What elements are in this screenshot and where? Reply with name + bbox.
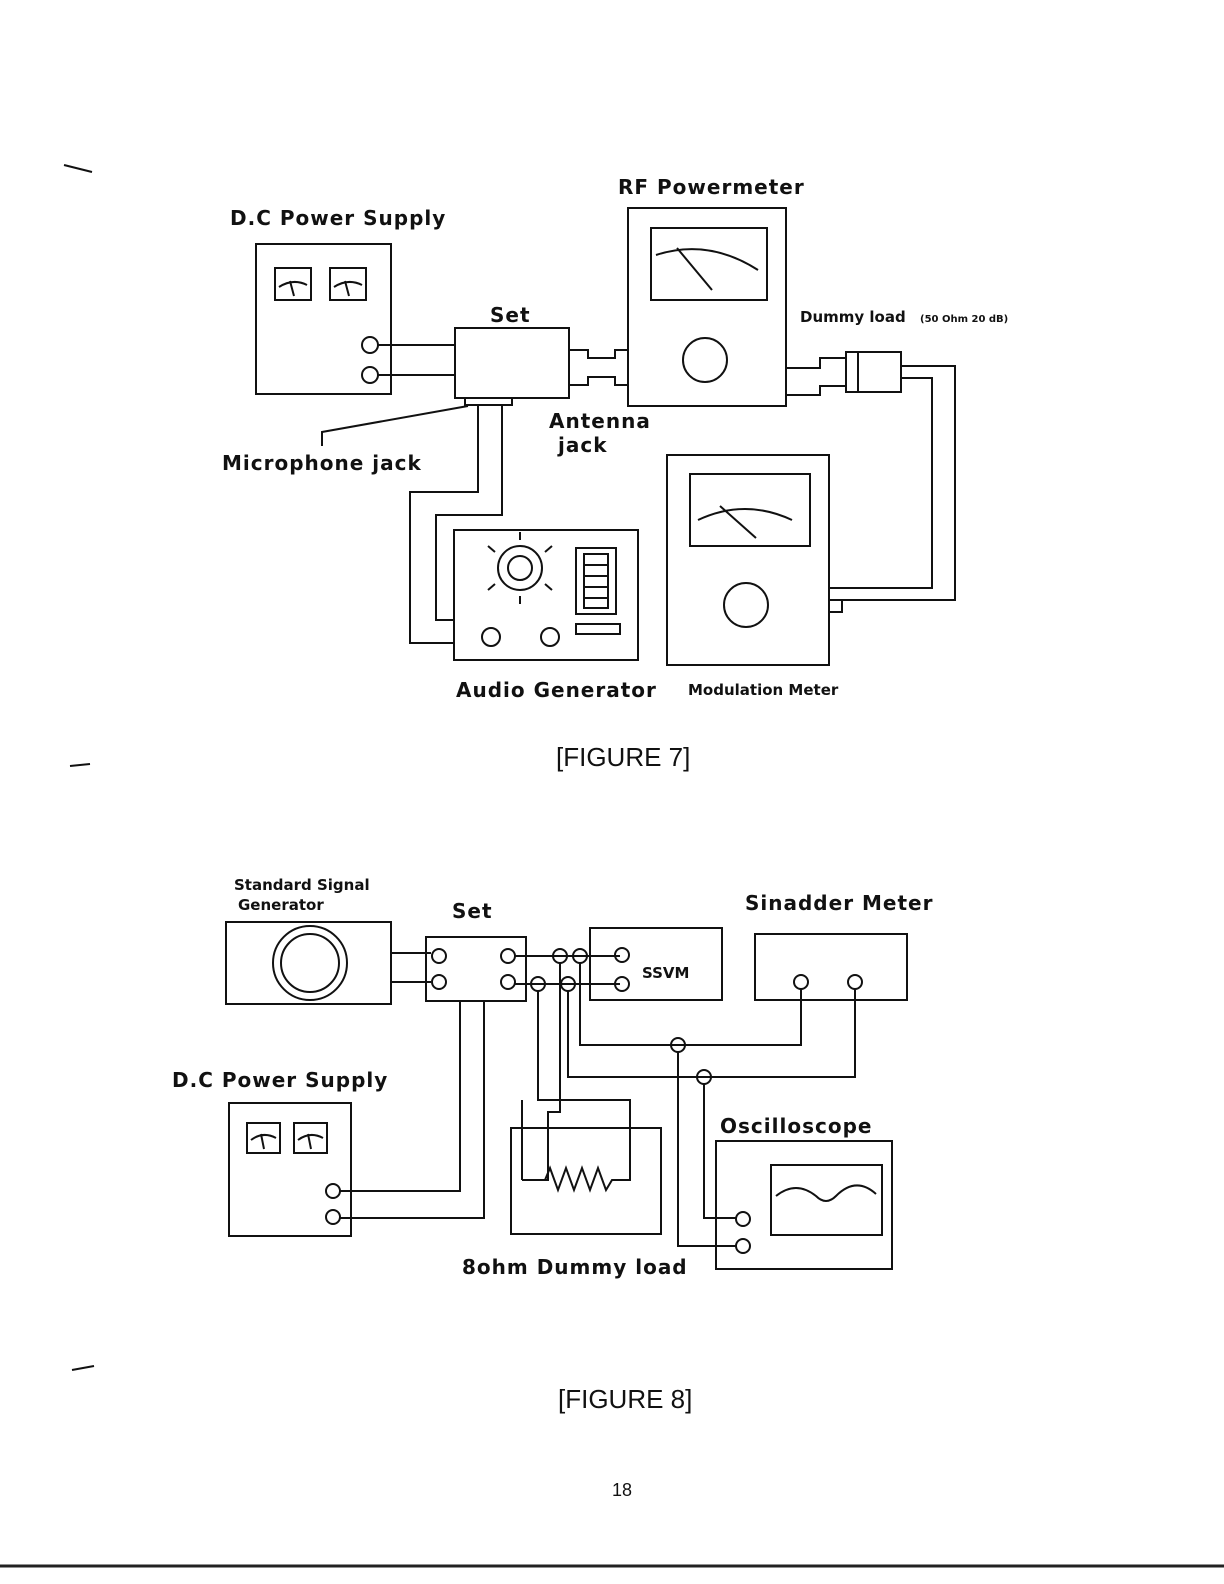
- fig8-set-in-2-icon: [432, 975, 446, 989]
- fig7-rf-to-dummy-wires: [786, 358, 846, 395]
- figure-8: Standard Signal Generator Set SSVM Sinad…: [172, 876, 933, 1414]
- fig7-dc-power-supply-box: [256, 244, 391, 394]
- fig8-oscilloscope-in-2-icon: [736, 1239, 750, 1253]
- fig7-modulation-input: [829, 588, 842, 612]
- fig7-modulation-meter: [667, 455, 842, 665]
- fig7-audio-generator-box: [454, 530, 638, 660]
- fig8-set-out-1-icon: [501, 949, 515, 963]
- fig8-set-out-2-icon: [501, 975, 515, 989]
- fig7-dc-meter-2-needle-icon: [334, 281, 362, 296]
- fig7-modulation-meter-label: Modulation Meter: [688, 681, 839, 699]
- fig7-dummy-load-box: [846, 352, 901, 392]
- fig7-set-box: [455, 328, 569, 398]
- fig8-signal-generator-dial-outer-icon: [273, 926, 347, 1000]
- fig8-ssvm-label: SSVM: [642, 964, 689, 982]
- figure-7: D.C Power Supply Set RF Powermeter Dummy…: [222, 175, 1008, 772]
- fig7-dummy-load-label: Dummy load: [800, 308, 906, 326]
- scan-mark-2: [70, 764, 90, 766]
- fig8-dc-meter-2-needle-icon: [298, 1134, 323, 1149]
- fig8-sinadder-in-1-icon: [794, 975, 808, 989]
- fig7-modulation-meter-box: [667, 455, 829, 665]
- fig8-oscilloscope-in-1-icon: [736, 1212, 750, 1226]
- fig7-modulation-needle-icon: [698, 506, 792, 538]
- fig8-dc-terminal-1-icon: [326, 1184, 340, 1198]
- fig7-dc-terminal-2-icon: [362, 367, 378, 383]
- fig7-microphone-jack-label: Microphone jack: [222, 451, 422, 475]
- fig7-rf-powermeter: [628, 208, 786, 406]
- fig7-audio-switch: [576, 624, 620, 634]
- fig7-modulation-knob-icon: [724, 583, 768, 627]
- fig8-set-to-dc-wires: [340, 1001, 484, 1218]
- fig8-dc-meter-1-needle-icon: [251, 1134, 276, 1149]
- fig7-microphone-jack-pointer: [322, 406, 468, 446]
- fig8-set-label: Set: [452, 899, 493, 923]
- fig7-antenna-connector: [569, 350, 628, 385]
- fig7-audio-dial-inner-icon: [508, 556, 532, 580]
- fig7-rf-powermeter-label: RF Powermeter: [618, 175, 805, 199]
- fig7-dummy-to-modulation-wires: [842, 366, 955, 600]
- fig8-signal-generator-label-1: Standard Signal: [234, 876, 370, 894]
- fig7-audio-knob-1-icon: [482, 628, 500, 646]
- figure-7-caption: [FIGURE 7]: [556, 742, 690, 772]
- fig7-dc-power-supply-label: D.C Power Supply: [230, 206, 446, 230]
- fig8-to-oscilloscope-wires: [678, 1052, 736, 1246]
- fig7-antenna-jack-label-1: Antenna: [549, 409, 651, 433]
- fig8-sinadder-meter-box: [755, 934, 907, 1000]
- fig7-rf-meter-needle-icon: [656, 248, 758, 290]
- fig8-sinadder-meter-label: Sinadder Meter: [745, 891, 933, 915]
- fig7-microphone-jack: [465, 398, 512, 405]
- fig8-resistor-icon: [522, 1168, 630, 1190]
- fig7-dummy-load-spec: (50 Ohm 20 dB): [920, 314, 1008, 325]
- fig7-audio-display-bars: [584, 565, 608, 598]
- fig8-oscilloscope-label: Oscilloscope: [720, 1114, 872, 1138]
- fig8-dc-power-supply-label: D.C Power Supply: [172, 1068, 388, 1092]
- fig7-antenna-jack-label-2: jack: [557, 433, 608, 457]
- fig8-dc-terminal-2-icon: [326, 1210, 340, 1224]
- fig7-dc-terminal-1-icon: [362, 337, 378, 353]
- fig8-sinadder-in-2-icon: [848, 975, 862, 989]
- fig7-audio-generator-label: Audio Generator: [456, 678, 657, 702]
- fig7-audio-dial-outer-icon: [498, 546, 542, 590]
- fig8-dummy-load-label: 8ohm Dummy load: [462, 1255, 688, 1279]
- fig7-dc-power-supply: [256, 244, 391, 394]
- page-number: 18: [612, 1480, 632, 1500]
- fig8-oscilloscope-box: [716, 1141, 892, 1269]
- fig8-to-dummy-load-wires: [538, 963, 630, 1180]
- figure-8-caption: [FIGURE 8]: [558, 1384, 692, 1414]
- fig8-oscilloscope-waveform-icon: [776, 1185, 876, 1201]
- fig8-to-sinadder-wires: [568, 963, 855, 1077]
- fig8-set-in-1-icon: [432, 949, 446, 963]
- fig7-audio-display-inner: [584, 554, 608, 608]
- scan-mark-1: [64, 165, 92, 172]
- fig8-signal-generator-label-2: Generator: [238, 896, 324, 914]
- fig7-audio-generator: [454, 530, 638, 660]
- scan-mark-3: [72, 1366, 94, 1370]
- fig7-audio-display: [576, 548, 616, 614]
- fig8-set-output-bus: [515, 956, 620, 984]
- fig7-audio-knob-2-icon: [541, 628, 559, 646]
- fig7-rf-powermeter-knob-icon: [683, 338, 727, 382]
- fig7-mic-to-audio-wires: [410, 405, 502, 643]
- fig7-set-label: Set: [490, 303, 531, 327]
- fig8-signal-generator-dial-inner-icon: [281, 934, 339, 992]
- fig7-dc-to-set-wires: [378, 345, 455, 375]
- fig8-set-box: [426, 937, 526, 1001]
- fig7-dc-meter-1-needle-icon: [279, 281, 307, 296]
